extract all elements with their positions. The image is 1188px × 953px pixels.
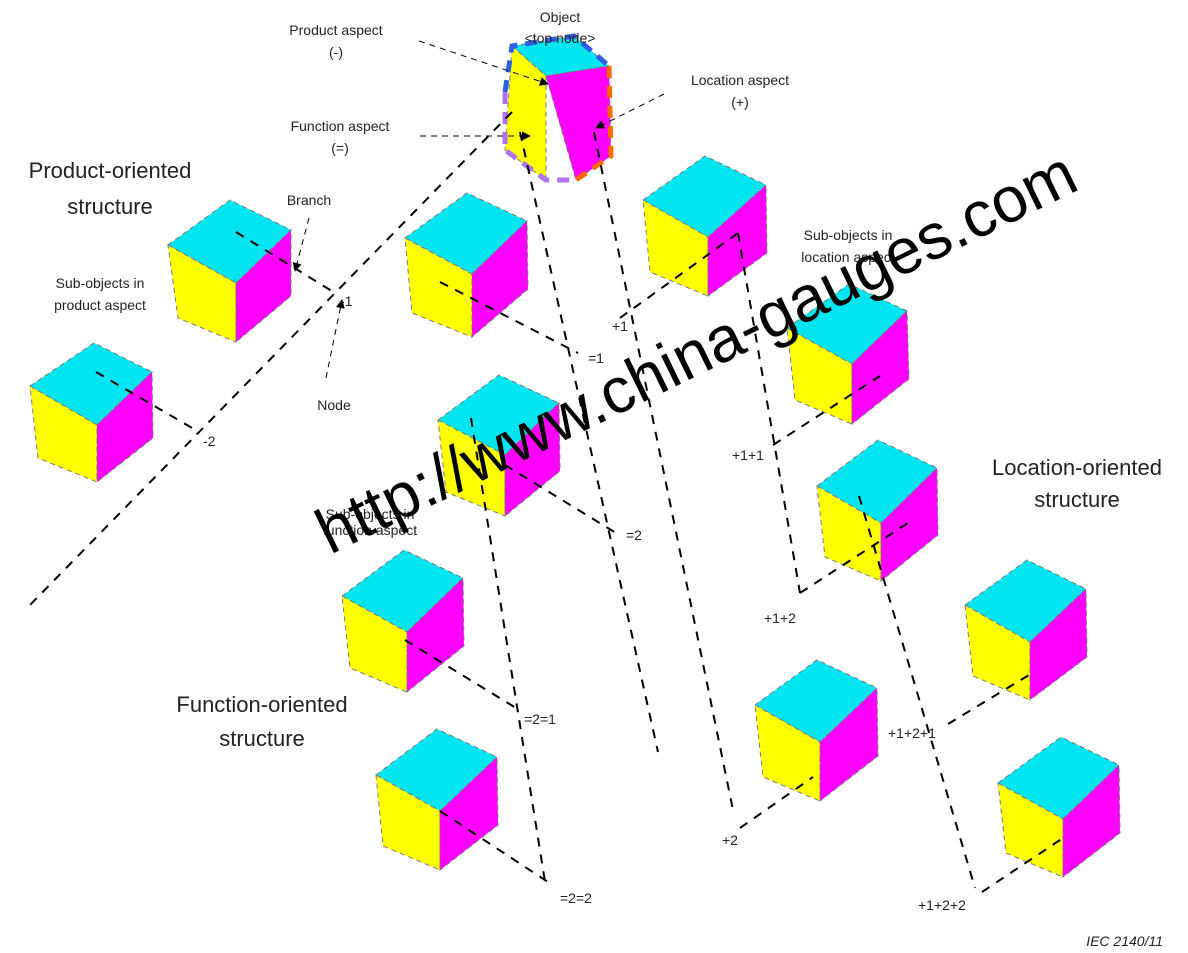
code-l121: +1+2+1 [888,725,936,741]
function-aspect-symbol: (=) [331,140,349,156]
product-aspect-label: Product aspect [289,22,382,38]
location-cube-5 [754,659,879,803]
function-cube-3 [341,549,465,694]
function-aspect-label: Function aspect [291,118,390,134]
branch-label: Branch [287,192,331,208]
code-p1: -1 [340,293,353,309]
function-structure-title-line1: Function-oriented [176,692,347,717]
sub-objects-product-line1: Sub-objects in [56,275,145,291]
sub-objects-function-line2: function aspect [323,522,417,538]
node-label: Node [317,397,351,413]
sub-objects-location-line1: Sub-objects in [804,227,893,243]
code-f21: =2=1 [524,711,556,727]
iec-reference: IEC 2140/11 [1086,933,1163,949]
pointer-arrows [292,40,665,379]
location-structure-title-line1: Location-oriented [992,455,1162,480]
top-node-label: <top node> [525,30,596,46]
code-f1: =1 [588,350,604,366]
product-aspect-symbol: (-) [329,44,343,60]
object-label: Object [540,9,581,25]
location-aspect-label: Location aspect [691,72,789,88]
location-cube-4 [964,559,1088,702]
product-cube-2 [29,342,154,484]
structure-lines [29,111,1064,893]
location-structure-title-line2: structure [1034,487,1120,512]
location-cube-1 [642,155,768,297]
code-f2: =2 [626,527,642,543]
sub-objects-product-line2: product aspect [54,297,146,313]
sub-objects-function-line1: Sub-objects in [326,506,415,522]
product-cube-1 [167,199,292,344]
location-aspect-symbol: (+) [731,94,749,110]
code-f22: =2=2 [560,890,592,906]
function-cube-2 [437,374,561,518]
code-l11: +1+1 [732,447,764,463]
function-cube-1 [404,192,529,339]
top-node-cube [502,33,614,183]
product-structure-title-line1: Product-oriented [29,158,192,183]
product-structure-title-line2: structure [67,194,153,219]
code-p2: -2 [203,433,216,449]
sub-objects-location-line2: location aspect [801,249,895,265]
code-l2: +2 [722,832,738,848]
code-l1: +1 [612,318,628,334]
code-l12: +1+2 [764,610,796,626]
location-cube-3 [816,439,939,583]
function-structure-title-line2: structure [219,726,305,751]
code-l122: +1+2+2 [918,897,966,913]
location-cube-2 [786,283,910,426]
location-cube-6 [997,736,1121,879]
function-cube-4 [375,728,499,872]
